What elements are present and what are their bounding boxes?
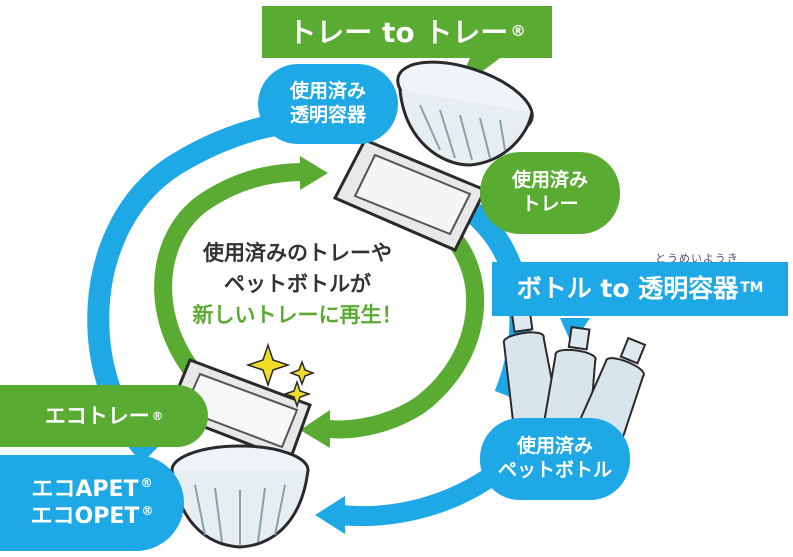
used-pet-line2: ペットボトル xyxy=(498,459,612,483)
blue-arrow-bottom xyxy=(340,470,500,516)
clear-bowl-icon xyxy=(389,48,541,165)
eco-apet-text: エコAPET xyxy=(31,477,138,502)
blue-arrowhead-bottom xyxy=(315,496,345,534)
used-pet-label: 使用済み ペットボトル xyxy=(480,418,630,500)
used-tray-line1: 使用済み xyxy=(512,169,588,193)
eco-apet-opet-label: エコAPET® エコOPET® xyxy=(0,455,184,551)
eco-tray-mark: ® xyxy=(152,409,164,423)
top-banner: トレー to トレー® xyxy=(262,6,552,58)
eco-opet-text: エコOPET xyxy=(31,504,140,529)
new-bowl-icon xyxy=(172,446,308,547)
center-message: 使用済みのトレーや ペットボトルが 新しいトレーに再生！ xyxy=(180,238,415,331)
used-container-line1: 使用済み xyxy=(290,80,366,104)
green-arrowhead-top xyxy=(300,156,328,190)
trademark-mark: TM xyxy=(740,280,763,297)
used-tray-label: 使用済み トレー xyxy=(480,152,620,234)
center-line3: 新しいトレーに再生！ xyxy=(180,300,415,331)
center-line2: ペットボトルが xyxy=(180,269,415,300)
used-tray-line2: トレー xyxy=(521,193,578,217)
eco-opet-mark: ® xyxy=(141,504,153,518)
registered-mark: ® xyxy=(510,22,525,41)
center-line1: 使用済みのトレーや xyxy=(180,238,415,269)
top-banner-text: トレー to トレー xyxy=(288,15,508,50)
eco-tray-label: エコトレー® xyxy=(0,385,208,447)
bottle-banner-text: ボトル to 透明容器 xyxy=(517,273,739,304)
eco-apet-mark: ® xyxy=(141,476,153,490)
used-pet-line1: 使用済み xyxy=(517,435,593,459)
used-container-label: 使用済み 透明容器 xyxy=(258,64,398,144)
eco-tray-text: エコトレー xyxy=(45,403,150,429)
used-container-line2: 透明容器 xyxy=(290,104,366,128)
